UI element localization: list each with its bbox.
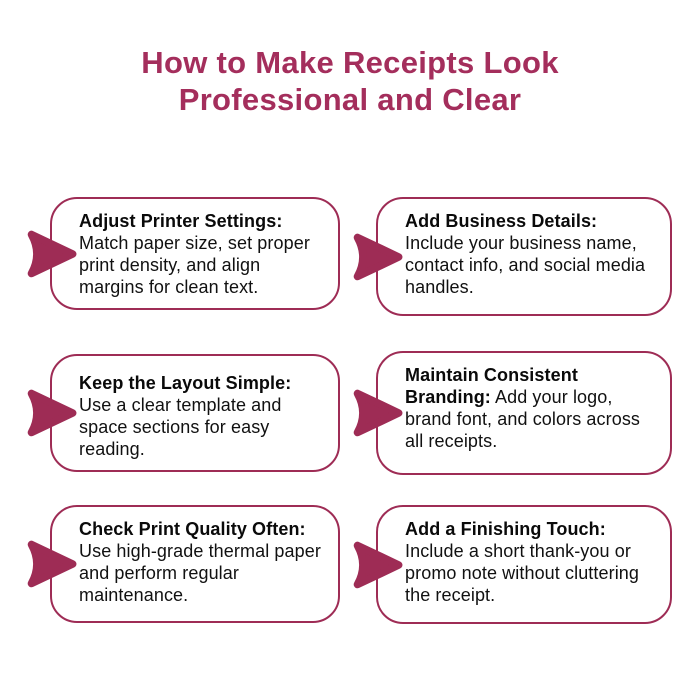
right-arrow-icon (353, 233, 403, 280)
step-card-maintain-consistent-branding: Maintain Consistent Branding: Add your l… (353, 351, 672, 475)
card-heading: Maintain Consistent Branding: (405, 365, 578, 407)
card-body: Add your logo, brand font, and colors ac… (405, 387, 641, 451)
right-arrow-icon (27, 540, 77, 588)
right-arrow-icon (353, 389, 403, 437)
card-body: Match paper size, set proper print densi… (79, 233, 310, 297)
page-title-line-2: Professional and Clear (178, 82, 522, 117)
right-arrow-icon (353, 541, 403, 588)
card-heading: Add Business Details: (405, 211, 598, 231)
card-text: Add Business Details: Include your busin… (378, 199, 670, 308)
card-body: Include your business name, contact info… (405, 233, 646, 297)
step-card-add-finishing-touch: Add a Finishing Touch: Include a short t… (353, 505, 672, 624)
card-heading: Keep the Layout Simple: (79, 373, 292, 393)
page-title-line-1: How to Make Receipts Look (141, 45, 559, 80)
card-heading: Check Print Quality Often: (79, 519, 306, 539)
card-text: Add a Finishing Touch: Include a short t… (378, 507, 670, 616)
card-text: Maintain Consistent Branding: Add your l… (378, 353, 670, 462)
step-card-add-business-details: Add Business Details: Include your busin… (353, 197, 672, 316)
right-arrow-icon (27, 389, 77, 437)
card-text: Adjust Printer Settings: Match paper siz… (52, 199, 338, 308)
page-title: How to Make Receipts Look Professional a… (0, 44, 700, 118)
card-body: Include a short thank-you or promo note … (405, 541, 640, 605)
step-card-check-print-quality: Check Print Quality Often: Use high-grad… (27, 505, 340, 623)
card-heading: Add a Finishing Touch: (405, 519, 606, 539)
card-text: Check Print Quality Often: Use high-grad… (52, 507, 338, 616)
card-heading: Adjust Printer Settings: (79, 211, 283, 231)
right-arrow-icon (27, 230, 77, 277)
card-body: Use a clear template and space sections … (79, 395, 282, 459)
step-card-adjust-printer-settings: Adjust Printer Settings: Match paper siz… (27, 197, 340, 310)
card-text: Keep the Layout Simple: Use a clear temp… (52, 356, 338, 470)
card-body: Use high-grade thermal paper and perform… (79, 541, 321, 605)
step-card-keep-layout-simple: Keep the Layout Simple: Use a clear temp… (27, 354, 340, 472)
